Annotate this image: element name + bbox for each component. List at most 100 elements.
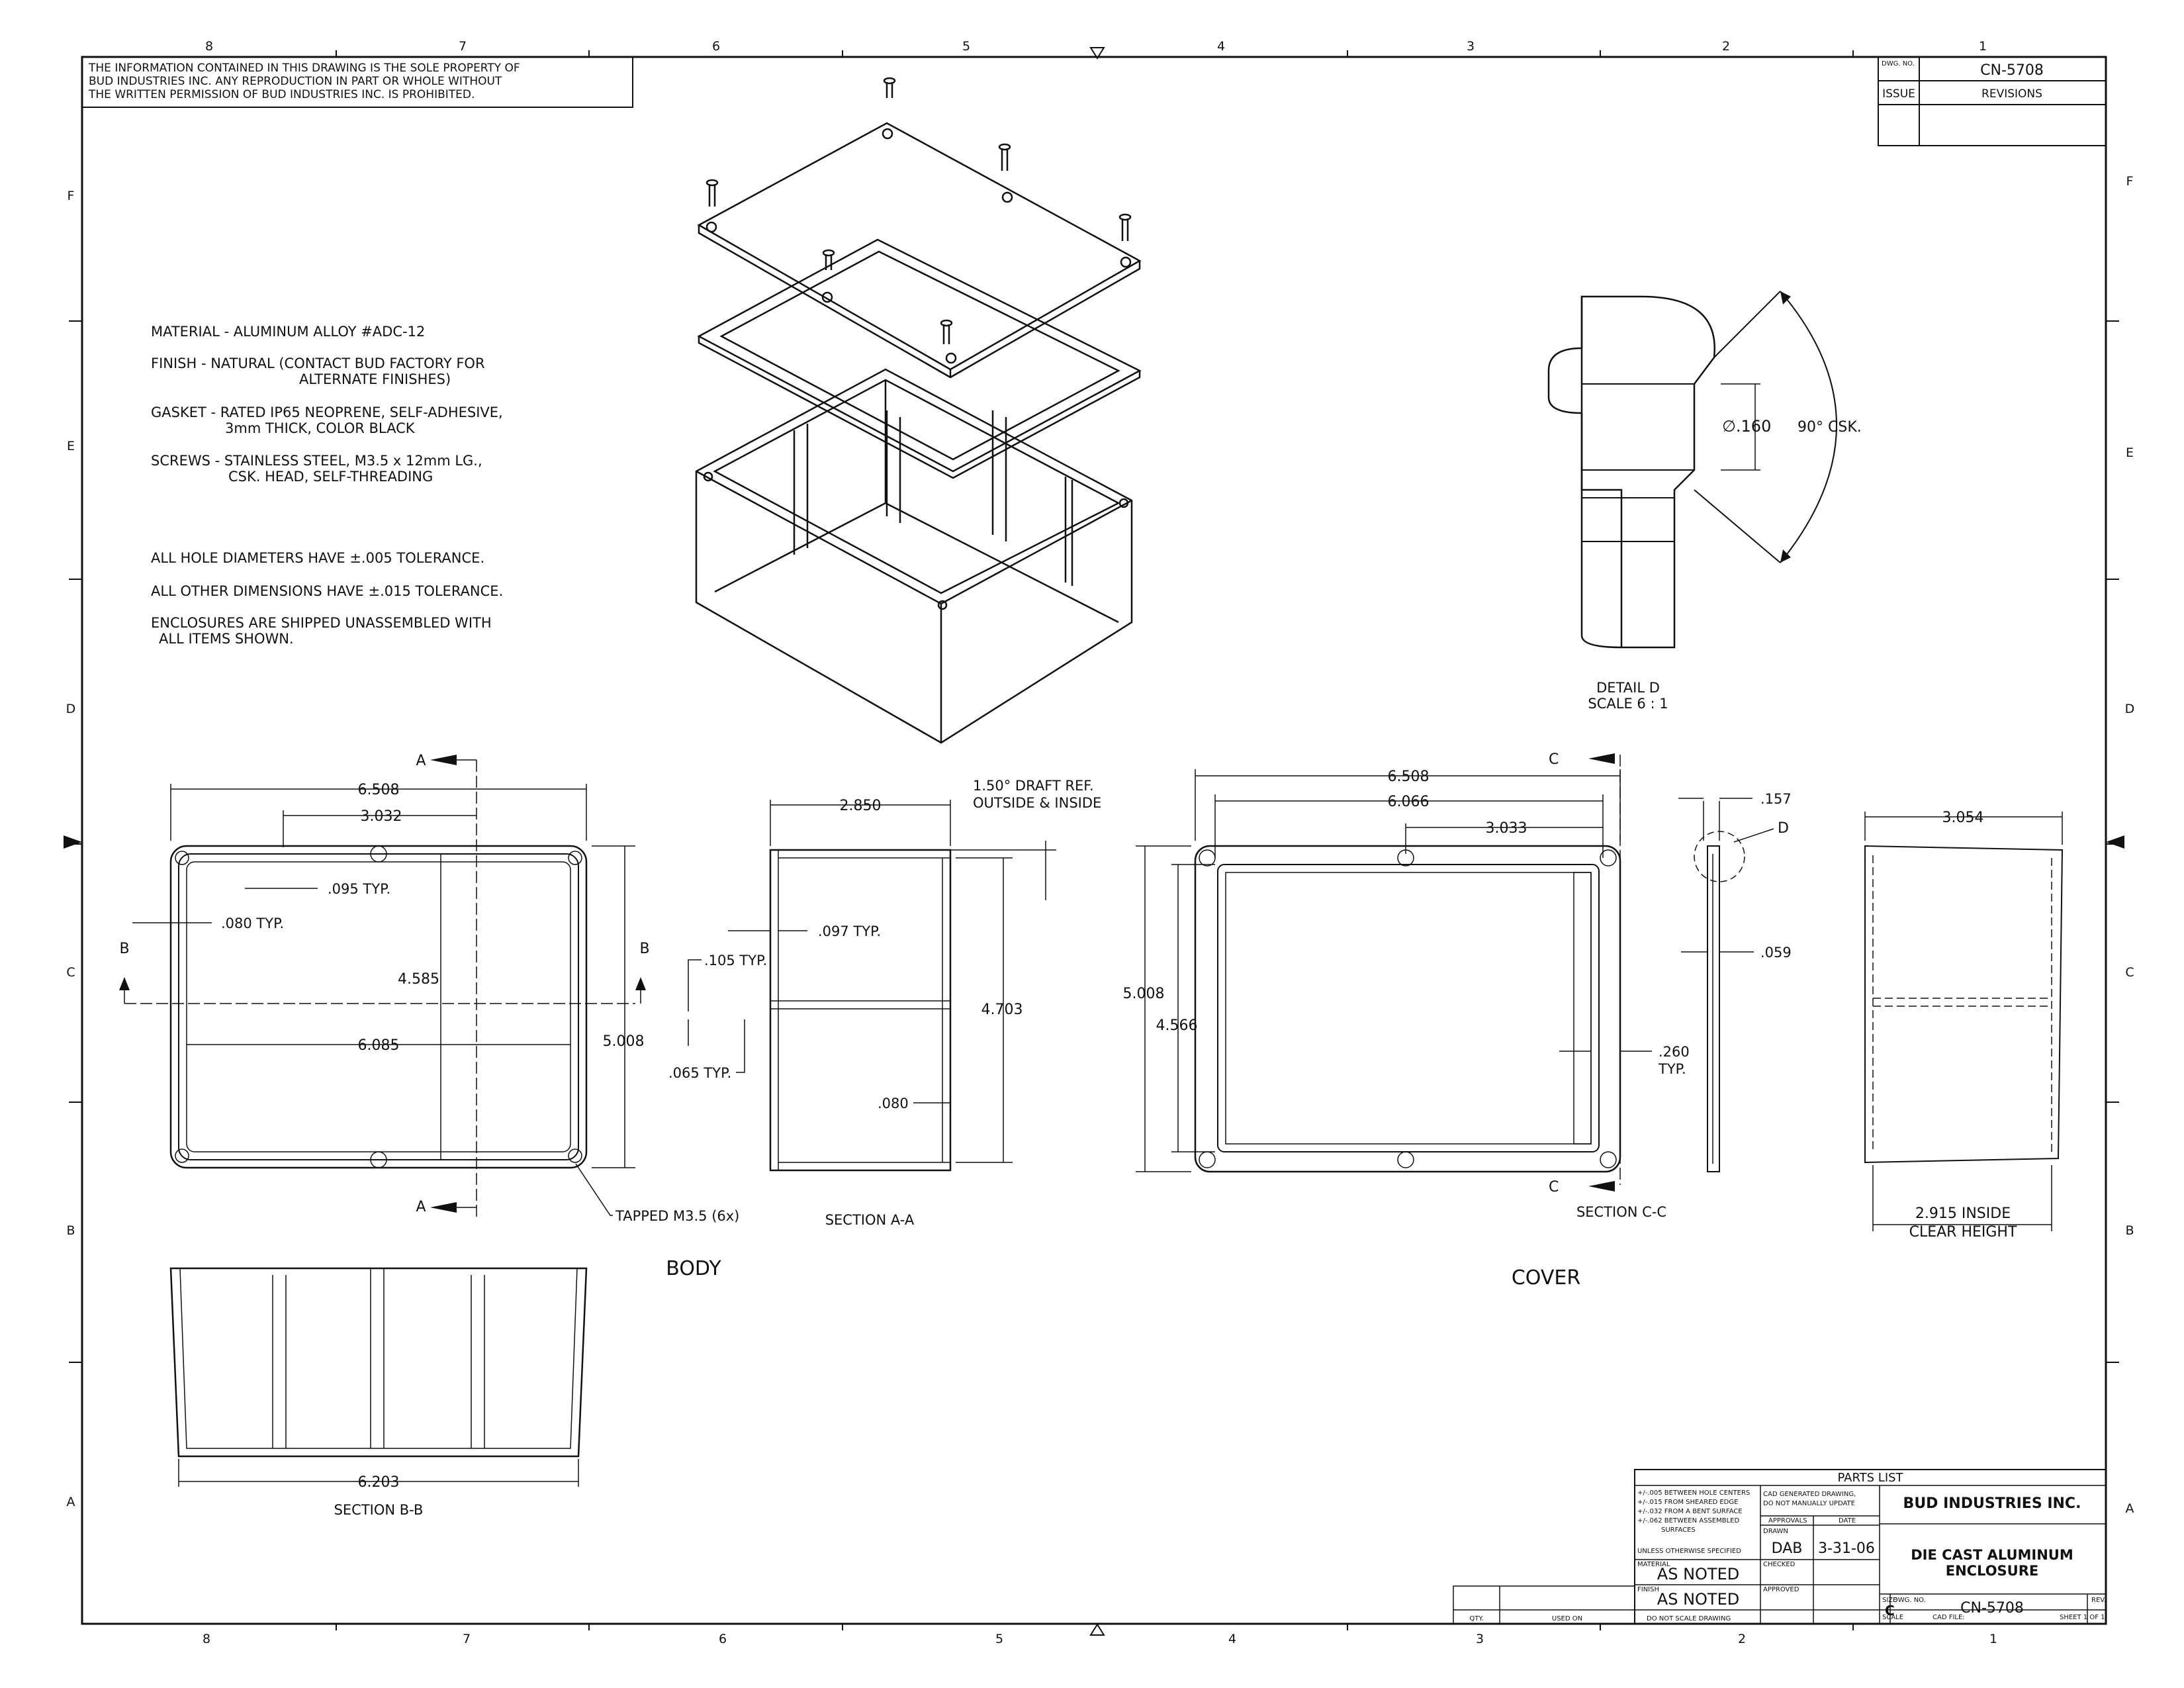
- scale-label: SCALE: [1882, 1614, 1903, 1621]
- section-a-marker: A: [416, 1199, 426, 1215]
- dim-059: .059: [1760, 945, 1792, 961]
- screw-icons: [705, 77, 1132, 344]
- dim-4566: 4.566: [1156, 1017, 1198, 1034]
- dim-080-aa: .080: [878, 1096, 909, 1111]
- checked-label: CHECKED: [1763, 1561, 1796, 1568]
- zone-number: 8: [203, 1632, 210, 1646]
- dim-6508-cover: 6.508: [1388, 769, 1430, 785]
- drawn-label: DRAWN: [1763, 1528, 1788, 1535]
- zone-letters-right: F E D C B A: [2125, 174, 2135, 1516]
- center-mark-right: [2106, 835, 2124, 849]
- zone-letter: B: [2125, 1223, 2134, 1238]
- section-b-b: 6.203 SECTION B-B: [169, 1267, 588, 1518]
- section-b-marker: B: [119, 941, 129, 957]
- approvals-label: APPROVALS: [1768, 1517, 1807, 1524]
- date-label: DATE: [1839, 1517, 1856, 1524]
- section-a-marker: A: [416, 753, 426, 769]
- zone-letters-left: F E D C B A: [66, 189, 76, 1509]
- center-mark-left: [64, 835, 82, 849]
- sheet-label: SHEET 1 OF 1: [2060, 1614, 2105, 1621]
- dim-3032: 3.032: [361, 808, 402, 825]
- note-screws: SCREWS - STAINLESS STEEL, M3.5 x 12mm LG…: [151, 453, 482, 469]
- detail-d-view: ∅.160 90° CSK. DETAIL D SCALE 6 : 1: [1547, 291, 1862, 712]
- dim-095: .095 TYP.: [328, 881, 390, 897]
- general-notes: MATERIAL - ALUMINUM ALLOY #ADC-12 FINISH…: [151, 324, 503, 647]
- zone-number: 7: [459, 39, 467, 54]
- drawn-date: 3-31-06: [1818, 1540, 1875, 1557]
- note-finish: FINISH - NATURAL (CONTACT BUD FACTORY FO…: [151, 355, 485, 371]
- svg-text:BUD INDUSTRIES INC. ANY REPROD: BUD INDUSTRIES INC. ANY REPRODUCTION IN …: [89, 75, 502, 88]
- finish-label: FINISH: [1637, 1586, 1659, 1593]
- cad-file-label: CAD FILE:: [1933, 1614, 1965, 1621]
- detail-scale: SCALE 6 : 1: [1588, 696, 1668, 712]
- note-gasket: 3mm THICK, COLOR BLACK: [225, 420, 416, 436]
- dim-260: .260: [1659, 1044, 1690, 1060]
- zone-number: 4: [1217, 39, 1225, 54]
- drawing-title: ENCLOSURE: [1946, 1563, 2039, 1579]
- size-value: C: [1885, 1603, 1895, 1618]
- dim-6066: 6.066: [1388, 794, 1430, 810]
- dwg-no-label-tb: DWG. NO.: [1893, 1597, 1926, 1604]
- center-mark-top: [1089, 47, 1105, 60]
- note-shipped: ENCLOSURES ARE SHIPPED UNASSEMBLED WITH: [151, 615, 492, 631]
- section-b-marker: B: [639, 941, 649, 957]
- note-gasket: GASKET - RATED IP65 NEOPRENE, SELF-ADHES…: [151, 404, 503, 420]
- proprietary-notice: THE INFORMATION CONTAINED IN THIS DRAWIN…: [81, 56, 633, 108]
- dim-4703: 4.703: [981, 1002, 1023, 1018]
- detail-title: DETAIL D: [1596, 680, 1660, 696]
- zone-number: 1: [1989, 1632, 1997, 1646]
- svg-text:THE INFORMATION CONTAINED IN T: THE INFORMATION CONTAINED IN THIS DRAWIN…: [88, 62, 520, 75]
- section-c-marker: C: [1549, 1179, 1559, 1196]
- dim-5008-cover: 5.008: [1123, 986, 1165, 1002]
- zone-letter: A: [67, 1495, 75, 1509]
- dim-3033: 3.033: [1486, 820, 1527, 837]
- zone-number: 2: [1722, 39, 1730, 54]
- used-on-label: USED ON: [1552, 1615, 1582, 1622]
- section-b-b-label: SECTION B-B: [334, 1502, 424, 1518]
- side-view: 3.054 2.915 INSIDE CLEAR HEIGHT: [1864, 810, 2064, 1241]
- company-name: BUD INDUSTRIES INC.: [1903, 1495, 2081, 1512]
- zone-letter: A: [2126, 1501, 2134, 1516]
- tolerance-line: +/-.032 FROM A BENT SURFACE: [1637, 1508, 1743, 1515]
- cover-top-view: 6.508 6.066 3.033 5.008 4.566 .260 TYP. …: [1123, 751, 1690, 1289]
- dim-3054: 3.054: [1942, 810, 1984, 826]
- note-screws: CSK. HEAD, SELF-THREADING: [228, 469, 433, 485]
- tolerance-line: SURFACES: [1661, 1526, 1696, 1534]
- zone-number: 6: [712, 39, 720, 54]
- zone-letter: B: [66, 1223, 75, 1238]
- note-shipped: ALL ITEMS SHOWN.: [159, 631, 294, 647]
- zone-number: 4: [1228, 1632, 1236, 1646]
- tolerance-line: +/-.062 BETWEEN ASSEMBLED: [1637, 1517, 1740, 1524]
- note-tolerance: ALL OTHER DIMENSIONS HAVE ±.015 TOLERANC…: [151, 583, 503, 599]
- revisions-label: REVISIONS: [1981, 87, 2042, 101]
- dim-5008: 5.008: [603, 1033, 645, 1050]
- drawing-title: DIE CAST ALUMINUM: [1911, 1547, 2073, 1563]
- section-a-a: 2.850 1.50° DRAFT REF. OUTSIDE & INSIDE …: [668, 778, 1101, 1228]
- dim-065: .065 TYP.: [668, 1065, 731, 1081]
- zone-number: 3: [1476, 1632, 1484, 1646]
- detail-dia: ∅.160: [1722, 417, 1771, 436]
- zone-letter: E: [67, 439, 75, 453]
- body-top-view: A A B B 6.508 3.032 .095 TYP. .080 TYP. …: [119, 753, 739, 1280]
- dim-2915: CLEAR HEIGHT: [1909, 1224, 2017, 1241]
- zone-letter: C: [66, 965, 75, 980]
- rev-label: REV.: [2091, 1597, 2106, 1604]
- dim-097: .097 TYP.: [818, 923, 881, 939]
- dim-260: TYP.: [1658, 1061, 1686, 1077]
- dim-157: .157: [1760, 791, 1792, 807]
- tolerance-line: +/-.005 BETWEEN HOLE CENTERS: [1637, 1489, 1750, 1497]
- dim-080: .080 TYP.: [221, 915, 284, 931]
- zone-letter: C: [2125, 965, 2134, 980]
- size-label: SIZE: [1882, 1597, 1897, 1604]
- zone-number: 2: [1738, 1632, 1746, 1646]
- draft-note: OUTSIDE & INSIDE: [973, 795, 1101, 811]
- body-label: BODY: [666, 1257, 721, 1280]
- section-a-a-label: SECTION A-A: [825, 1212, 915, 1228]
- zone-letter: F: [68, 189, 75, 203]
- drawn-by: DAB: [1772, 1540, 1803, 1557]
- zone-number: 7: [463, 1632, 471, 1646]
- zone-number: 8: [205, 39, 213, 54]
- isometric-exploded-view: [695, 77, 1142, 744]
- detail-d-ref: D: [1778, 820, 1789, 837]
